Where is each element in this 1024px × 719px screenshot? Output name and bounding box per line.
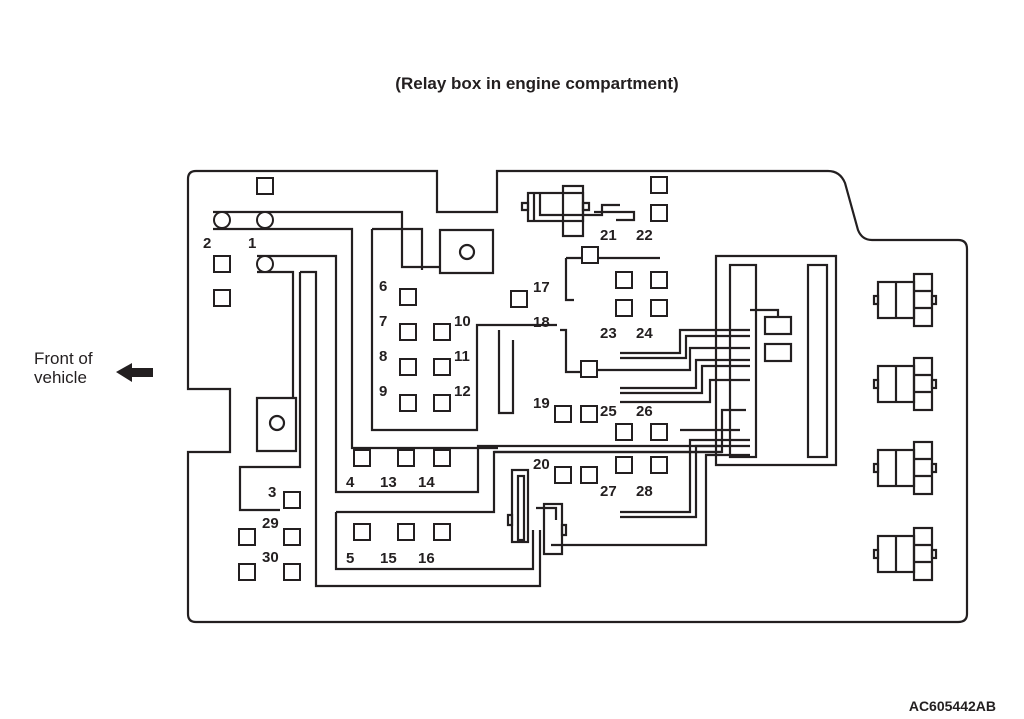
terminal	[650, 176, 668, 194]
fuse-label-9: 9	[379, 383, 387, 400]
relay	[872, 272, 938, 328]
terminal	[650, 423, 668, 441]
fuse-block	[714, 254, 838, 467]
terminal	[256, 177, 274, 195]
fusible-link-terminal	[213, 211, 231, 229]
fuse-label-2: 2	[203, 235, 211, 252]
fuse-label-14: 14	[418, 474, 435, 491]
fuse-label-21: 21	[600, 227, 617, 244]
relay-box-outline	[186, 169, 969, 624]
terminal	[283, 491, 301, 509]
terminal	[399, 288, 417, 306]
relay	[872, 526, 938, 582]
lower-connector	[506, 468, 568, 556]
terminal	[650, 299, 668, 317]
front-label-line1: Front of	[34, 349, 93, 368]
drawing-code: AC605442AB	[908, 698, 996, 714]
terminal	[650, 271, 668, 289]
terminal	[433, 523, 451, 541]
front-label-line2: vehicle	[34, 368, 87, 387]
terminal	[397, 449, 415, 467]
terminal	[650, 456, 668, 474]
fuse-label-17: 17	[533, 279, 550, 296]
fuse-label-29: 29	[262, 515, 279, 532]
harness-lines	[494, 256, 780, 547]
fuse-label-13: 13	[380, 474, 397, 491]
terminal	[353, 449, 371, 467]
fuse-label-30: 30	[262, 549, 279, 566]
fuse-label-19: 19	[533, 395, 550, 412]
mount-tab-top	[438, 228, 495, 275]
terminal	[510, 290, 528, 308]
top-connector	[520, 184, 636, 238]
arrow-left-icon	[116, 363, 153, 382]
terminal	[397, 523, 415, 541]
terminal	[399, 358, 417, 376]
fuse-label-26: 26	[636, 403, 653, 420]
fuse-label-7: 7	[379, 313, 387, 330]
fuse-label-16: 16	[418, 550, 435, 567]
terminal	[580, 466, 598, 484]
terminal	[433, 358, 451, 376]
fuse-label-18: 18	[533, 314, 550, 331]
terminal	[399, 394, 417, 412]
terminal	[554, 466, 572, 484]
terminal	[433, 449, 451, 467]
terminal	[433, 394, 451, 412]
terminal	[283, 528, 301, 546]
terminal	[213, 255, 231, 273]
fuse-label-27: 27	[600, 483, 617, 500]
fuse-label-8: 8	[379, 348, 387, 365]
mount-hole-left	[268, 414, 286, 432]
fuse-label-24: 24	[636, 325, 653, 342]
front-of-vehicle-label: Front of vehicle	[34, 349, 93, 387]
terminal	[580, 405, 598, 423]
fuse-label-10: 10	[454, 313, 471, 330]
fusible-link-terminal	[256, 211, 274, 229]
terminal	[238, 563, 256, 581]
mount-hole-top	[458, 243, 476, 261]
terminal	[554, 405, 572, 423]
terminal	[650, 204, 668, 222]
fuse-label-1: 1	[248, 235, 256, 252]
fuse-label-23: 23	[600, 325, 617, 342]
fuse-label-20: 20	[533, 456, 550, 473]
terminal	[433, 323, 451, 341]
terminal	[580, 360, 598, 378]
terminal	[615, 423, 633, 441]
fuse-label-6: 6	[379, 278, 387, 295]
fusible-link-terminal	[256, 255, 274, 273]
terminal	[615, 456, 633, 474]
fuse-label-22: 22	[636, 227, 653, 244]
terminal	[283, 563, 301, 581]
terminal	[238, 528, 256, 546]
fuse-label-5: 5	[346, 550, 354, 567]
terminal	[213, 289, 231, 307]
terminal	[615, 299, 633, 317]
fuse-label-25: 25	[600, 403, 617, 420]
relay	[872, 440, 938, 496]
fuse-label-11: 11	[454, 348, 470, 365]
terminal	[615, 271, 633, 289]
fuse-label-15: 15	[380, 550, 397, 567]
relay	[872, 356, 938, 412]
mount-tab-left	[255, 396, 298, 453]
terminal	[353, 523, 371, 541]
fuse-label-4: 4	[346, 474, 355, 491]
fuse-label-12: 12	[454, 383, 471, 400]
fuse-label-28: 28	[636, 483, 653, 500]
terminal	[581, 246, 599, 264]
fuse-label-3: 3	[268, 484, 276, 501]
terminal	[399, 323, 417, 341]
diagram-title: (Relay box in engine compartment)	[395, 74, 679, 93]
